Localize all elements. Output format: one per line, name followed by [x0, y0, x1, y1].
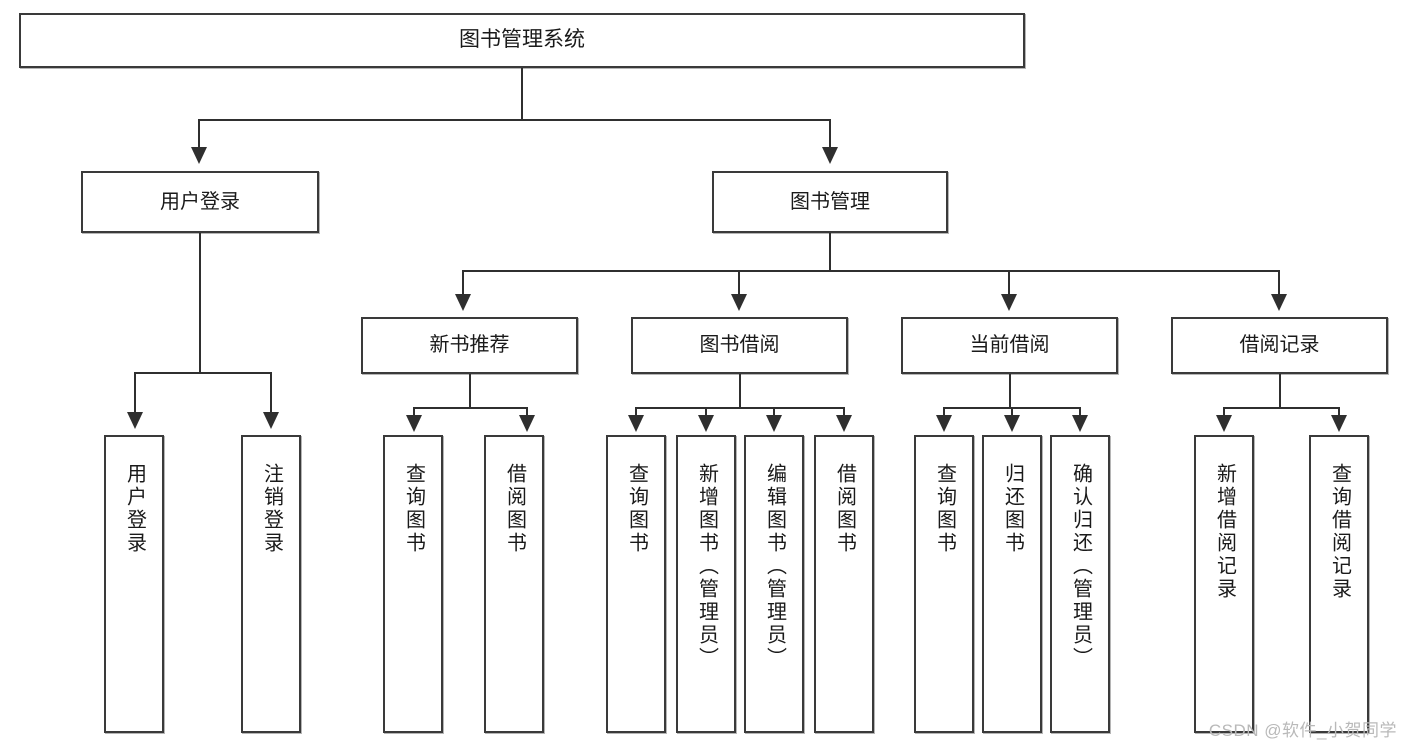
connector-borrow-record-to-leaf-1 [1223, 407, 1225, 419]
connector-bm-to-borrow-record [1278, 270, 1280, 296]
node-label: 新书推荐 [429, 334, 510, 356]
connector-current-borrow-to-leaf-1 [943, 407, 945, 419]
connector-bm-to-new-book [462, 270, 464, 296]
connector-root-bar [198, 119, 831, 121]
node-book-management[interactable]: 图书管理 [712, 171, 948, 233]
arrow-book-borrow-to-leaf-4 [836, 415, 852, 432]
connector-book-management-stem [829, 233, 831, 271]
connector-new-book-to-leaf-2 [526, 407, 528, 419]
arrow-root-to-book-management [822, 147, 838, 164]
arrow-book-borrow-to-leaf-1 [628, 415, 644, 432]
connector-root-to-book-management [829, 119, 831, 149]
node-label: 查询图书 [625, 463, 648, 555]
connector-new-book-bar [413, 407, 528, 409]
arrow-bm-to-new-book [455, 294, 471, 311]
leaf-query-book-borrow[interactable]: 查询图书 [606, 435, 666, 733]
node-label: 新增借阅记录 [1213, 463, 1236, 601]
arrow-new-book-to-leaf-1 [406, 415, 422, 432]
leaf-add-borrow-record[interactable]: 新增借阅记录 [1194, 435, 1254, 733]
arrow-bm-to-book-borrow [731, 294, 747, 311]
arrow-borrow-record-to-leaf-1 [1216, 415, 1232, 432]
arrow-bm-to-borrow-record [1271, 294, 1287, 311]
connector-borrow-record-to-leaf-2 [1338, 407, 1340, 419]
connector-book-borrow-to-leaf-4 [843, 407, 845, 419]
node-label: 借阅图书 [833, 463, 856, 555]
connector-user-login-bar [134, 372, 272, 374]
node-book-borrow[interactable]: 图书借阅 [631, 317, 848, 374]
arrow-book-borrow-to-leaf-2 [698, 415, 714, 432]
connector-current-borrow-to-leaf-2 [1011, 407, 1013, 419]
arrow-user-login-to-leaf-1 [127, 412, 143, 429]
node-label: 借阅图书 [503, 463, 526, 555]
node-current-borrow[interactable]: 当前借阅 [901, 317, 1118, 374]
connector-book-borrow-bar [635, 407, 845, 409]
connector-current-borrow-stem [1009, 374, 1011, 408]
node-label: 确认归还（管理员） [1069, 463, 1092, 670]
connector-root-to-user-login [198, 119, 200, 149]
arrow-book-borrow-to-leaf-3 [766, 415, 782, 432]
node-label: 新增图书（管理员） [695, 463, 718, 670]
node-label: 图书管理 [790, 190, 870, 213]
node-borrow-record[interactable]: 借阅记录 [1171, 317, 1388, 374]
leaf-edit-book-admin[interactable]: 编辑图书（管理员） [744, 435, 804, 733]
arrow-current-borrow-to-leaf-2 [1004, 415, 1020, 432]
leaf-borrow-book[interactable]: 借阅图书 [814, 435, 874, 733]
arrow-root-to-user-login [191, 147, 207, 164]
arrow-current-borrow-to-leaf-3 [1072, 415, 1088, 432]
connector-book-borrow-to-leaf-3 [773, 407, 775, 419]
leaf-borrow-book-recommend[interactable]: 借阅图书 [484, 435, 544, 733]
connector-bm-to-book-borrow [738, 270, 740, 296]
leaf-query-book-current[interactable]: 查询图书 [914, 435, 974, 733]
arrow-user-login-to-leaf-2 [263, 412, 279, 429]
connector-user-login-to-leaf-1 [134, 372, 136, 414]
connector-borrow-record-stem [1279, 374, 1281, 408]
arrow-bm-to-current-borrow [1001, 294, 1017, 311]
node-label: 查询图书 [402, 463, 425, 555]
node-label: 借阅记录 [1239, 334, 1320, 356]
node-label: 图书借阅 [699, 334, 780, 356]
node-root-book-management-system[interactable]: 图书管理系统 [19, 13, 1025, 68]
connector-book-borrow-to-leaf-2 [705, 407, 707, 419]
arrow-new-book-to-leaf-2 [519, 415, 535, 432]
connector-user-login-to-leaf-2 [270, 372, 272, 414]
node-label: 查询图书 [933, 463, 956, 555]
node-label: 查询借阅记录 [1328, 463, 1351, 601]
arrow-borrow-record-to-leaf-2 [1331, 415, 1347, 432]
connector-user-login-stem [199, 233, 201, 373]
connector-current-borrow-to-leaf-3 [1079, 407, 1081, 419]
watermark: CSDN @软件_小贺同学 [1208, 721, 1397, 740]
connector-new-book-to-leaf-1 [413, 407, 415, 419]
node-new-book-recommend[interactable]: 新书推荐 [361, 317, 578, 374]
connector-root-stem [521, 68, 523, 120]
leaf-logout[interactable]: 注销登录 [241, 435, 301, 733]
node-label: 当前借阅 [969, 334, 1050, 356]
node-label: 编辑图书（管理员） [763, 463, 786, 670]
connector-book-borrow-stem [739, 374, 741, 408]
connector-book-borrow-to-leaf-1 [635, 407, 637, 419]
leaf-query-book-recommend[interactable]: 查询图书 [383, 435, 443, 733]
connector-bm-to-current-borrow [1008, 270, 1010, 296]
leaf-confirm-return-admin[interactable]: 确认归还（管理员） [1050, 435, 1110, 733]
node-label: 归还图书 [1001, 463, 1024, 555]
node-label: 图书管理系统 [459, 28, 585, 52]
leaf-query-borrow-record[interactable]: 查询借阅记录 [1309, 435, 1369, 733]
leaf-add-book-admin[interactable]: 新增图书（管理员） [676, 435, 736, 733]
connector-book-management-bar [462, 270, 1280, 272]
leaf-user-login[interactable]: 用户登录 [104, 435, 164, 733]
connector-borrow-record-bar [1223, 407, 1340, 409]
node-label: 注销登录 [260, 463, 283, 555]
node-label: 用户登录 [160, 190, 240, 213]
node-user-login[interactable]: 用户登录 [81, 171, 319, 233]
node-label: 用户登录 [123, 463, 146, 555]
arrow-current-borrow-to-leaf-1 [936, 415, 952, 432]
leaf-return-book[interactable]: 归还图书 [982, 435, 1042, 733]
connector-new-book-stem [469, 374, 471, 408]
